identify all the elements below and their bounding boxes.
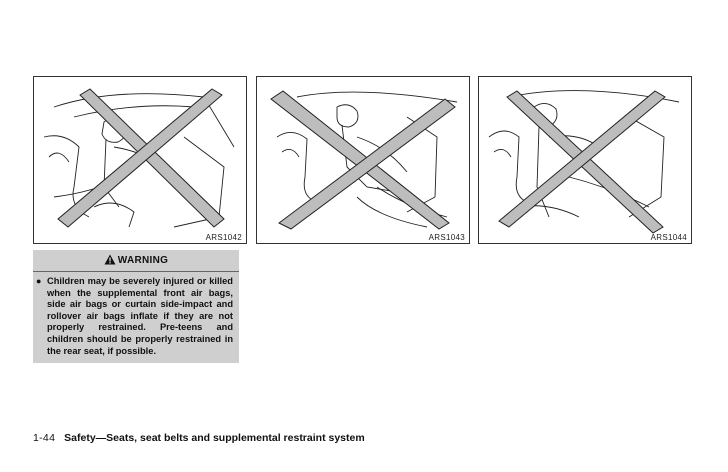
figure-code: ARS1042 <box>205 233 242 242</box>
section-title: Safety—Seats, seat belts and supplementa… <box>64 432 365 444</box>
warning-divider <box>33 271 239 272</box>
illustration-child-standing <box>488 90 680 234</box>
page-footer: 1-44 Safety—Seats, seat belts and supple… <box>33 432 365 444</box>
illustration-child-in-front-seat <box>270 90 458 230</box>
warning-header: WARNING <box>33 254 239 268</box>
figure-code: ARS1043 <box>428 233 465 242</box>
illustration-child-on-lap <box>43 88 235 228</box>
page-number: 1-44 <box>33 432 56 444</box>
figure-child-in-front-seat: ARS1043 <box>256 76 470 244</box>
figure-child-on-lap: ARS1042 <box>33 76 247 244</box>
figure-code: ARS1044 <box>650 233 687 242</box>
figure-child-standing: ARS1044 <box>478 76 692 244</box>
warning-text: Children may be severely injured or kill… <box>47 276 233 356</box>
warning-box: WARNING ● Children may be severely injur… <box>33 250 239 364</box>
warning-text-item: ● Children may be severely injured or ki… <box>33 276 239 357</box>
warning-triangle-icon <box>104 254 116 270</box>
warning-title: WARNING <box>117 255 169 266</box>
bullet-icon: ● <box>36 276 42 286</box>
